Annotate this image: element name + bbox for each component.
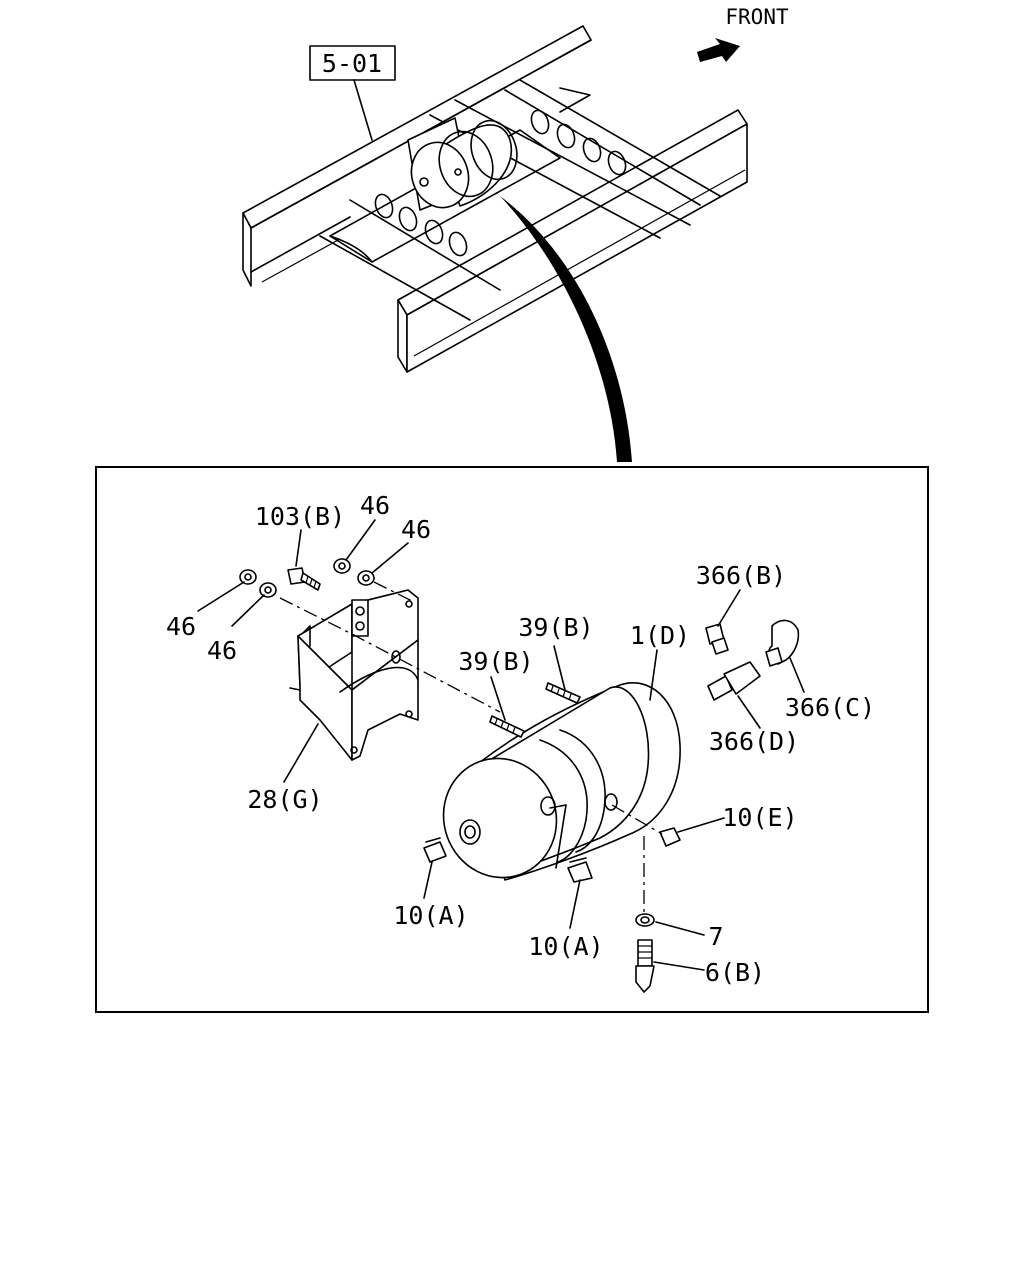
leader-lines	[197, 519, 805, 971]
fitting-366c	[765, 619, 800, 667]
front-label: FRONT	[725, 5, 789, 29]
label-10a-right: 10(A)	[528, 932, 603, 961]
fitting-366b	[705, 623, 729, 655]
label-46-left-a: 46	[166, 612, 196, 641]
nut-46-upper-b	[357, 570, 375, 586]
label-103b: 103(B)	[255, 502, 345, 531]
tank-location-mini	[407, 117, 518, 211]
label-1d: 1(D)	[630, 621, 690, 650]
label-10e: 10(E)	[722, 803, 797, 832]
nut-46-upper-a	[333, 558, 351, 574]
label-46-upper-b: 46	[401, 515, 431, 544]
label-366d: 366(D)	[709, 727, 799, 756]
strap-39b-lower-thread	[489, 715, 525, 738]
label-39b-upper: 39(B)	[518, 613, 593, 642]
front-direction-indicator: FRONT	[697, 5, 789, 62]
front-arrow-icon	[697, 38, 740, 62]
detail-frame	[95, 466, 929, 1013]
air-tank-1d	[442, 682, 681, 881]
chassis-frame-overview	[242, 25, 748, 373]
label-366c: 366(C)	[785, 693, 875, 722]
label-10a-left: 10(A)	[393, 901, 468, 930]
label-6b: 6(B)	[705, 958, 765, 987]
fitting-366d	[707, 661, 761, 701]
drain-valve-6b	[635, 939, 655, 993]
bolt-103b	[287, 567, 321, 591]
label-28g: 28(G)	[247, 785, 322, 814]
plug-10a-left	[423, 837, 447, 863]
nut-46-left-b	[259, 582, 277, 598]
plug-10a-right	[567, 857, 593, 883]
nut-46-left-a	[239, 569, 257, 585]
reference-box: 5-01	[309, 45, 396, 141]
label-7: 7	[708, 922, 723, 951]
label-39b-lower: 39(B)	[458, 647, 533, 676]
washer-7	[635, 913, 655, 927]
plug-10e	[611, 804, 681, 847]
zoom-pointer	[500, 196, 632, 462]
label-46-upper-a: 46	[360, 491, 390, 520]
callout-labels: 103(B) 46 46 46 46 366(B) 366(C) 366(D) …	[166, 491, 875, 987]
reference-label: 5-01	[322, 49, 382, 78]
bracket-28g	[289, 589, 419, 761]
strap-39b-upper-thread	[545, 682, 581, 704]
label-46-left-b: 46	[207, 636, 237, 665]
label-366b: 366(B)	[696, 561, 786, 590]
